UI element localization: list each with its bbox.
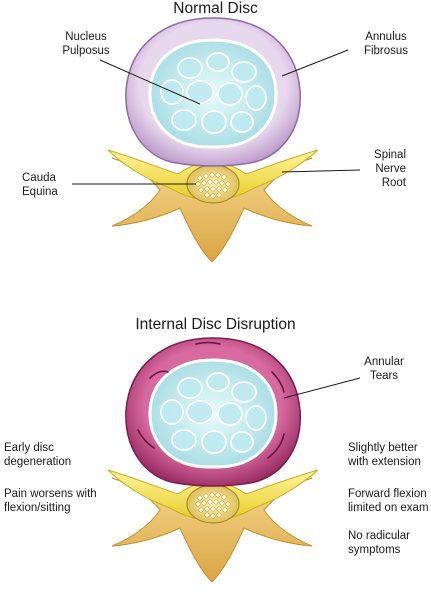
normal-cauda-fibers: [195, 172, 231, 199]
disrupted-disc-group: [107, 337, 361, 583]
normal-disc-title: Normal Disc: [173, 0, 258, 17]
leader-annulus: [281, 49, 349, 77]
leader-spinal-nerve: [281, 169, 361, 173]
disruption-title: Internal Disc Disruption: [135, 316, 296, 333]
annular-tear-marks: [137, 341, 285, 459]
label-annular-tears: Annular Tears: [364, 356, 404, 382]
disrupted-cauda-fibers: [195, 492, 231, 519]
label-slightly-better: Slightly better with extension: [348, 442, 421, 468]
normal-leader-lines: [72, 49, 361, 185]
leader-nucleus: [99, 59, 201, 105]
label-early-disc-degeneration: Early disc degeneration: [4, 442, 72, 468]
label-nucleus-pulposus: Nucleus Pulposus: [62, 31, 110, 57]
label-no-radicular: No radicular symptoms: [348, 530, 410, 556]
normal-nucleus-bubbles: [160, 52, 267, 134]
label-cauda-equina: Cauda Equina: [22, 172, 58, 198]
label-annulus-fibrosus: Annulus Fibrosus: [363, 31, 409, 57]
normal-disc-group: [72, 17, 361, 263]
label-spinal-nerve-root: Spinal Nerve Root: [374, 149, 406, 189]
label-forward-flexion: Forward flexion limited on exam: [348, 488, 429, 514]
label-pain-worsens: Pain worsens with flexion/sitting: [4, 488, 97, 514]
leader-annular-tears: [283, 377, 361, 399]
disrupted-nucleus-bubbles: [160, 372, 267, 454]
